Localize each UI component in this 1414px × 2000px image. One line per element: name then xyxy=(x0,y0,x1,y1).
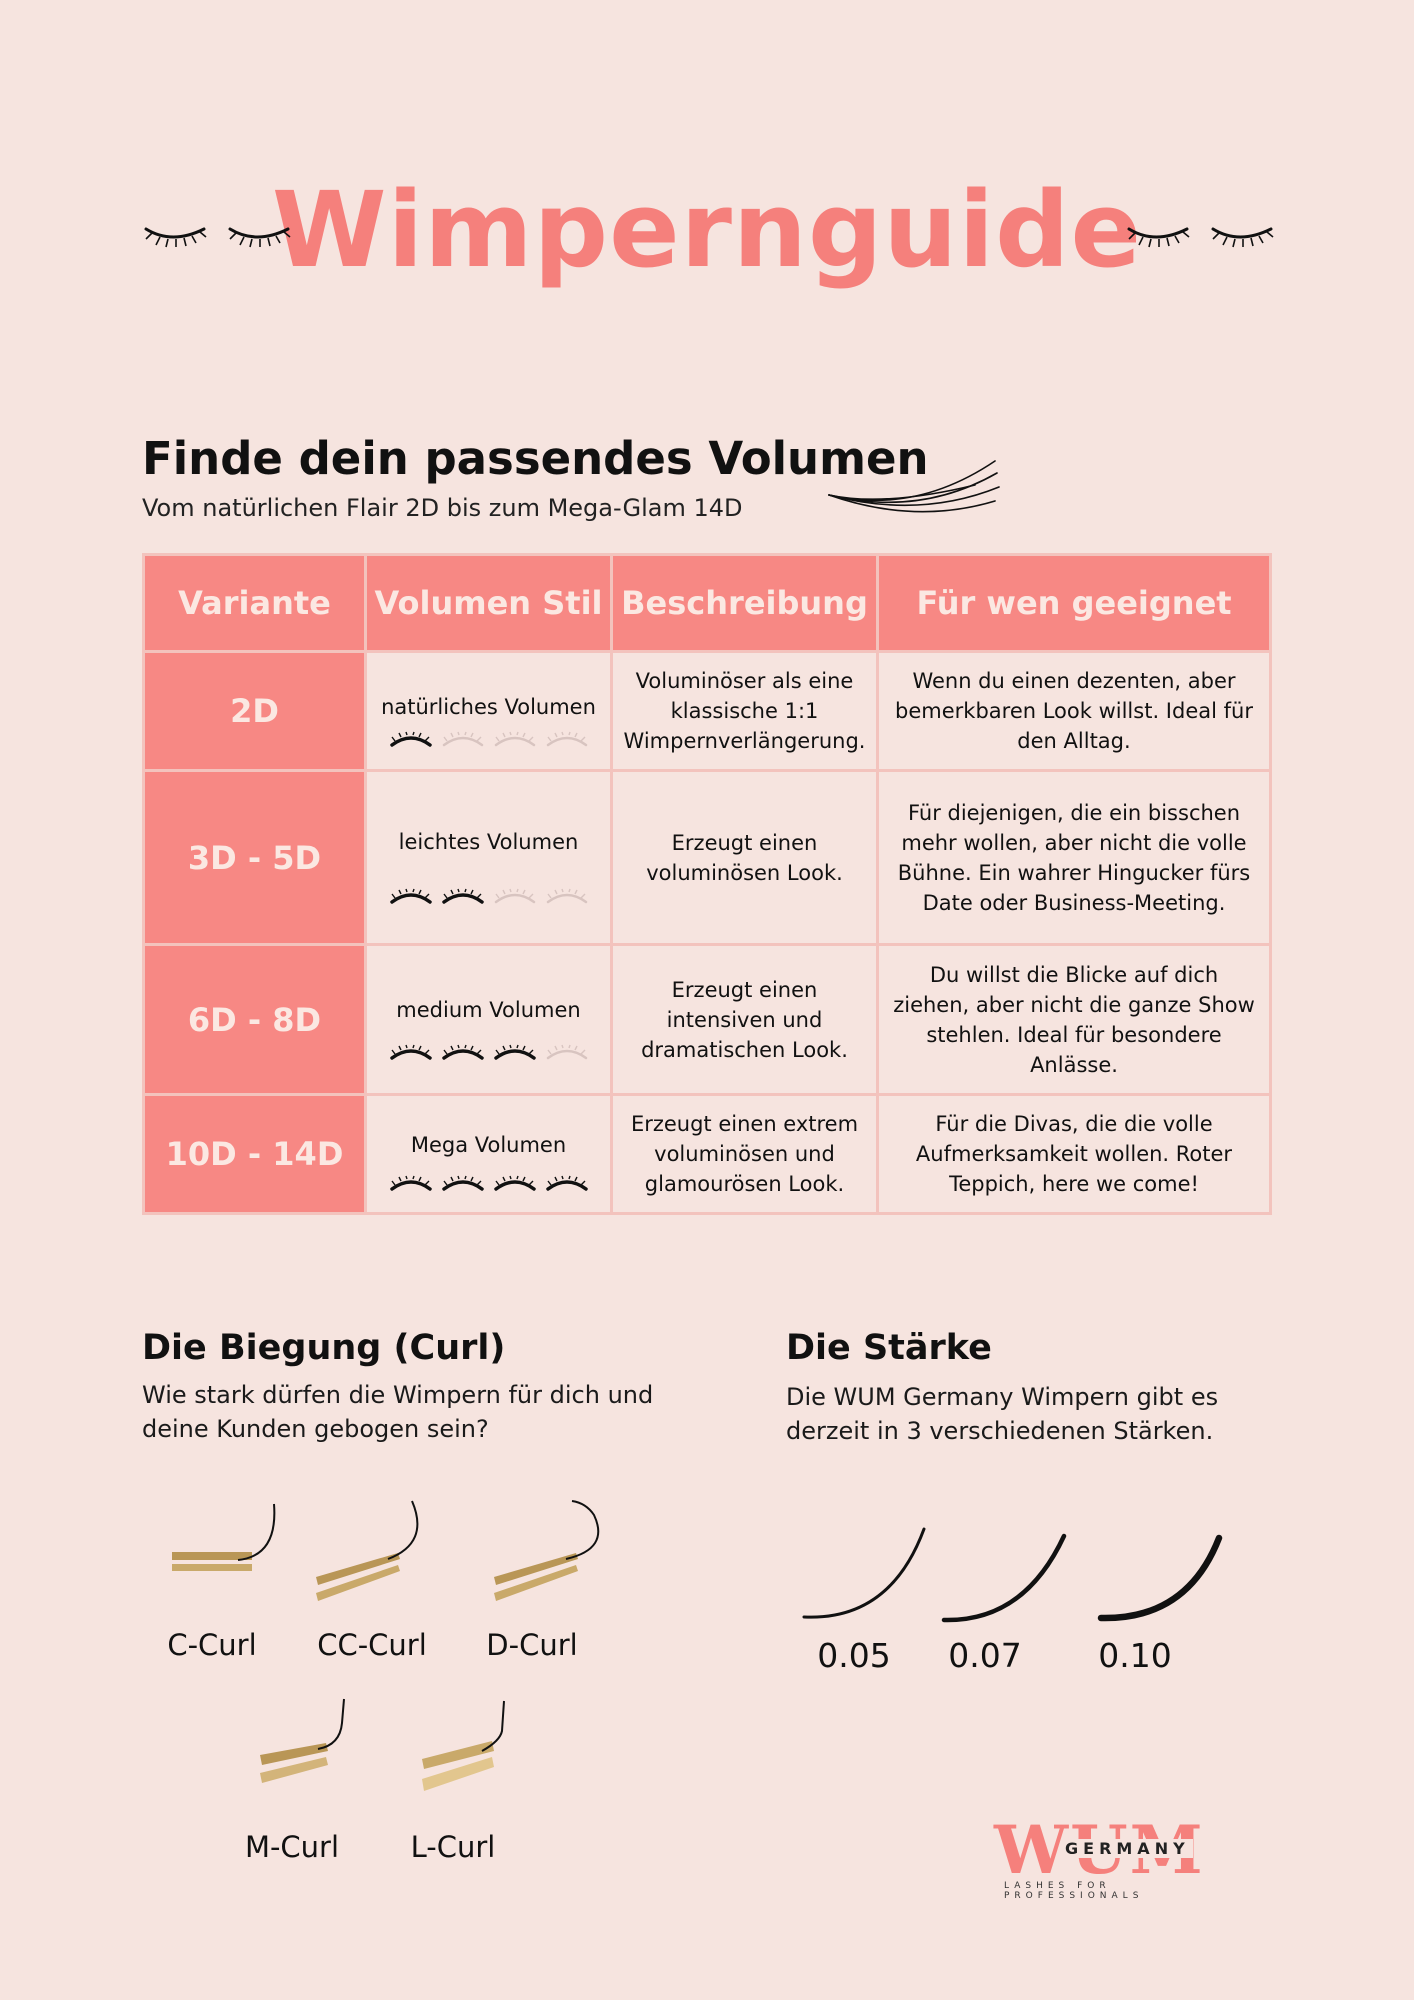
lash-filled-icon xyxy=(389,888,432,904)
lash-rating xyxy=(368,731,609,749)
lash-fan-icon xyxy=(828,460,1000,513)
lash-rating xyxy=(368,1044,609,1062)
lash-faded-icon xyxy=(546,888,587,903)
lash-faded-icon xyxy=(546,731,587,747)
style-cell: leichtes Volumen xyxy=(364,769,613,946)
lash-thickness-010-icon xyxy=(1097,1534,1223,1622)
table-row: 3D - 5D leichtes Volumen Erzeugt einen v… xyxy=(142,769,1272,946)
d-curl-icon xyxy=(494,1500,600,1601)
volume-table: Variante Volumen Stil Beschreibung Für w… xyxy=(142,553,1272,1215)
table-header-row: Variante Volumen Stil Beschreibung Für w… xyxy=(142,553,1272,653)
lash-faded-icon xyxy=(442,731,483,747)
curl-label: M-Curl xyxy=(244,1830,340,1864)
lash-faded-icon xyxy=(494,888,535,903)
lash-filled-icon xyxy=(441,888,484,904)
style-label: Mega Volumen xyxy=(410,1133,567,1157)
cc-curl-icon xyxy=(316,1500,419,1601)
column-header: Beschreibung xyxy=(610,553,879,653)
column-header: Für wen geeignet xyxy=(876,553,1272,653)
table-row: 2D natürliches Volumen Voluminöser als e… xyxy=(142,650,1272,772)
table-row: 10D - 14D Mega Volumen Erzeugt einen ext… xyxy=(142,1093,1272,1215)
lash-rating xyxy=(368,1175,609,1193)
curl-text: Wie stark dürfen die Wimpern für dich un… xyxy=(142,1381,654,1443)
logo-tagline: LASHES FOR PROFESSIONALS xyxy=(1004,1881,1144,1901)
lash-filled-icon xyxy=(389,731,432,747)
strength-label: 0.05 xyxy=(817,1636,891,1675)
suited-cell: Für diejenigen, die ein bisschen mehr wo… xyxy=(876,769,1272,946)
curl-heading: Die Biegung (Curl) xyxy=(142,1328,506,1368)
suited-cell: Du willst die Blicke auf dich ziehen, ab… xyxy=(876,943,1272,1096)
lash-rating xyxy=(368,888,609,906)
strength-heading: Die Stärke xyxy=(786,1328,992,1368)
lash-filled-icon xyxy=(389,1044,432,1060)
variant-cell: 6D - 8D xyxy=(142,943,367,1096)
lash-filled-icon xyxy=(545,1175,588,1191)
page-title: Wimpernguide xyxy=(271,169,1143,291)
column-header: Volumen Stil xyxy=(364,553,613,653)
lash-filled-icon xyxy=(389,1175,432,1191)
logo-country-text: GERMANY xyxy=(1062,1839,1193,1858)
curl-label: CC-Curl xyxy=(317,1628,427,1662)
lash-faded-icon xyxy=(494,731,535,747)
lash-filled-icon xyxy=(441,1175,484,1191)
closed-eyes-icon-left xyxy=(144,227,291,248)
style-label: leichtes Volumen xyxy=(398,829,579,854)
m-curl-icon xyxy=(260,1698,345,1783)
volume-heading: Finde dein passendes Volumen xyxy=(142,432,929,485)
brand-logo: WUM GERMANY LASHES FOR PROFESSIONALS xyxy=(990,1811,1255,1901)
description-cell: Erzeugt einen intensiven und dramatische… xyxy=(610,943,879,1096)
style-cell: Mega Volumen xyxy=(364,1093,613,1215)
style-cell: medium Volumen xyxy=(364,943,613,1096)
curl-label: D-Curl xyxy=(486,1628,578,1662)
c-curl-icon xyxy=(172,1503,276,1571)
strength-label: 0.10 xyxy=(1098,1636,1172,1675)
lash-filled-icon xyxy=(441,1044,484,1060)
strength-label: 0.07 xyxy=(948,1636,1022,1675)
lash-filled-icon xyxy=(493,1175,536,1191)
strength-text: Die WUM Germany Wimpern gibt es derzeit … xyxy=(786,1383,1219,1445)
style-cell: natürliches Volumen xyxy=(364,650,613,772)
closed-eyes-icon-right xyxy=(1127,227,1274,248)
description-cell: Erzeugt einen extrem voluminösen und gla… xyxy=(610,1093,879,1215)
style-label: natürliches Volumen xyxy=(381,695,596,719)
style-label: medium Volumen xyxy=(396,997,581,1022)
suited-cell: Für die Divas, die die volle Aufmerksamk… xyxy=(876,1093,1272,1215)
lash-filled-icon xyxy=(493,1044,536,1060)
variant-cell: 10D - 14D xyxy=(142,1093,367,1215)
variant-cell: 2D xyxy=(142,650,367,772)
curl-label: C-Curl xyxy=(167,1628,257,1662)
description-cell: Erzeugt einen voluminösen Look. xyxy=(610,769,879,946)
l-curl-icon xyxy=(422,1700,505,1791)
volume-subheading: Vom natürlichen Flair 2D bis zum Mega-Gl… xyxy=(142,494,743,522)
lash-faded-icon xyxy=(546,1044,587,1059)
column-header: Variante xyxy=(142,553,367,653)
suited-cell: Wenn du einen dezenten, aber bemerkbaren… xyxy=(876,650,1272,772)
lash-thickness-007-icon xyxy=(941,1533,1067,1623)
lash-thickness-005-icon xyxy=(802,1527,926,1619)
description-cell: Voluminöser als eine klassische 1:1 Wimp… xyxy=(610,650,879,772)
curl-label: L-Curl xyxy=(410,1830,496,1864)
variant-cell: 3D - 5D xyxy=(142,769,367,946)
table-row: 6D - 8D medium Volumen Erzeugt einen int… xyxy=(142,943,1272,1096)
